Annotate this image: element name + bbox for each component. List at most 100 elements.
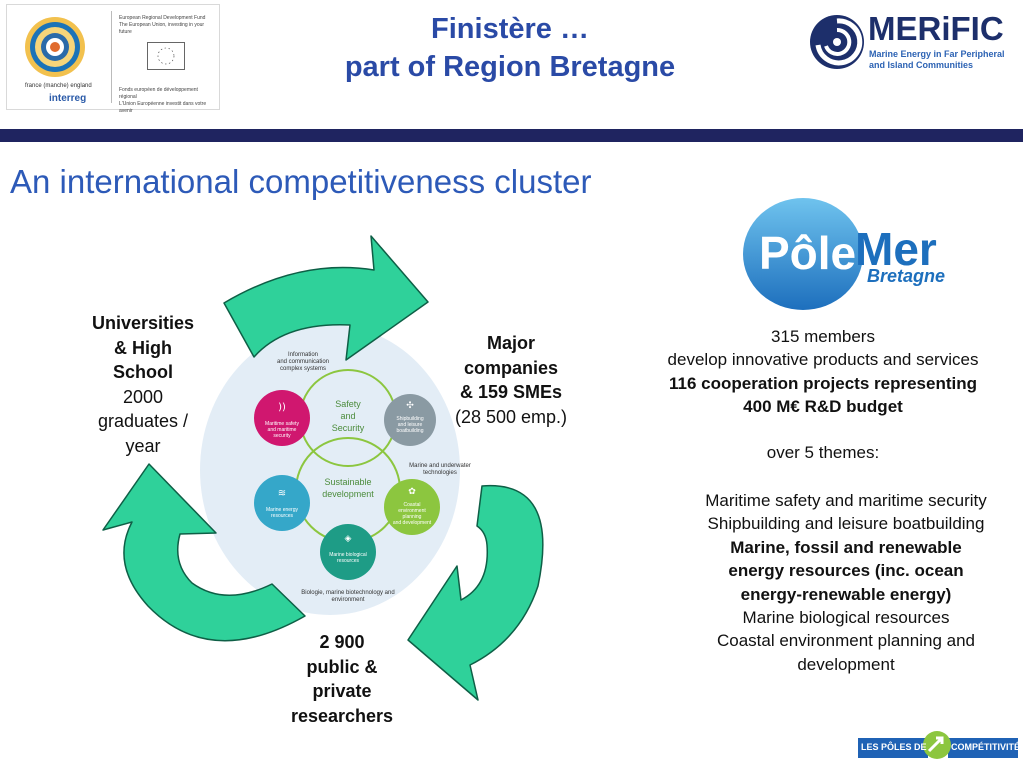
merific-tagline: Marine Energy in Far Peripheral and Isla… — [869, 49, 1005, 71]
title-line-2: part of Region Bretagne — [344, 51, 676, 83]
theme-line: Marine biological resources — [742, 608, 950, 628]
companies-title-line: Major — [486, 333, 535, 353]
merific-spiral-icon — [810, 15, 864, 69]
projects-text: 116 cooperation projects representing — [669, 373, 977, 393]
interreg-logo: france (manche) england interreg Europea… — [6, 4, 220, 114]
leaf-icon: ✿ — [408, 487, 416, 497]
circle-coastal-text-2: environment — [398, 508, 426, 514]
cycle-arrow-right — [407, 484, 544, 701]
spacer — [628, 418, 1018, 441]
companies-title-line: & 159 SMEs — [459, 382, 563, 402]
label-researchers: 2 900 public & private researchers — [272, 630, 412, 728]
universities-title-line: & High — [114, 337, 172, 358]
interreg-word: interreg — [49, 93, 87, 104]
eu-flag-icon — [147, 42, 185, 70]
theme-line: energy-renewable energy) — [740, 584, 952, 604]
label-marine: Marine and underwater — [409, 463, 471, 469]
label-bio: Biologie, marine biotechnology and — [301, 590, 394, 596]
members-count: 315 members — [771, 327, 875, 346]
universities-detail-line: 2000 — [122, 386, 164, 407]
title-line-1: Finistère … — [431, 13, 589, 45]
researchers-line: public & — [306, 656, 378, 677]
themes-list: Maritime safety and maritime security Sh… — [660, 489, 1023, 676]
center-top-label-2: and — [340, 411, 355, 421]
companies-detail-line: (28 500 emp.) — [454, 406, 568, 427]
researchers-line: 2 900 — [319, 632, 365, 652]
theme-line: Maritime safety and maritime security — [705, 491, 987, 510]
poles-left-text: LES PÔLES DE — [861, 742, 927, 752]
cycle-arrow-left — [102, 463, 306, 642]
pole-mer-logo: Pôle Mer Bretagne — [737, 192, 945, 318]
cycle-arrow-top — [223, 235, 429, 361]
fish-icon: ◈ — [345, 534, 352, 544]
page-title: Finistère … part of Region Bretagne — [250, 10, 770, 86]
label-companies: Major companies & 159 SMEs (28 500 emp.) — [438, 331, 584, 429]
interreg-subtitle: france (manche) england — [25, 83, 92, 89]
interreg-swirl-icon — [25, 17, 85, 77]
theme-line: development — [797, 654, 895, 674]
themes-intro: over 5 themes: — [766, 443, 880, 463]
fund-line: L'Union Européenne investit dans votre a… — [119, 101, 207, 114]
radio-icon: )) — [278, 402, 286, 413]
label-universities: Universities & High School 2000 graduate… — [78, 311, 208, 458]
circle-coastal-text-3: planning — [403, 514, 422, 520]
cluster-facts: 315 members develop innovative products … — [628, 325, 1018, 464]
circle-safety: )) Maritime safety and maritime security — [254, 390, 310, 446]
fund-line: Fonds européen de développement régional — [119, 87, 198, 100]
merific-name: MERiFIC — [868, 10, 1004, 47]
circle-safety-text-2: and maritime — [268, 427, 297, 433]
circle-coastal: ✿ Coastal environment planning and devel… — [384, 479, 440, 535]
circle-safety-text-3: security — [273, 433, 291, 439]
mer-word: Mer — [855, 223, 937, 275]
theme-line: Marine, fossil and renewable — [730, 537, 962, 557]
poles-right-text: COMPÉTITIVITÉ — [951, 742, 1021, 752]
bretagne-word: Bretagne — [867, 266, 946, 286]
circle-safety-text: Maritime safety — [265, 421, 299, 427]
pole-word: Pôle — [759, 227, 857, 279]
companies-title-line: companies — [463, 357, 559, 378]
universities-title-line: School — [112, 362, 173, 382]
center-bottom-label: Sustainable — [324, 477, 371, 487]
fund-text-fr: Fonds européen de développement régional… — [119, 87, 217, 115]
budget-text: 400 M€ R&D budget — [743, 396, 903, 416]
center-top-label: Safety — [335, 399, 361, 409]
circle-ship-text-2: and leisure — [398, 422, 423, 428]
circle-ship-text: Shipbuilding — [396, 416, 423, 422]
theme-line: Coastal environment planning and — [716, 631, 975, 651]
develop-text: develop innovative products and services — [667, 350, 979, 370]
researchers-line: researchers — [290, 705, 394, 726]
label-marine-2: technologies — [423, 470, 457, 476]
label-info-3: complex systems — [280, 366, 326, 372]
poles-left-band — [858, 738, 928, 758]
circle-coastal-text: Coastal — [404, 502, 421, 508]
wave-icon: ≋ — [278, 488, 286, 499]
universities-detail-line: graduates / — [97, 411, 189, 431]
label-info: Information — [288, 352, 318, 358]
slide-subtitle: An international competitiveness cluster — [10, 163, 592, 200]
theme-line: Shipbuilding and leisure boatbuilding — [707, 514, 985, 534]
circle-bio: ◈ Marine biological resources — [320, 524, 376, 580]
tagline-line: and Island Communities — [869, 60, 974, 70]
label-bio-2: environment — [331, 597, 364, 603]
circle-ship: ✣ Shipbuilding and leisure boatbuilding — [384, 394, 436, 446]
logo-divider — [111, 11, 112, 103]
pole-mer-wave-icon — [743, 198, 863, 310]
merific-logo: MERiFIC Marine Energy in Far Peripheral … — [808, 10, 1018, 76]
header-divider-bar — [0, 129, 1023, 142]
universities-detail-line: year — [125, 435, 161, 456]
circle-energy: ≋ Marine energy resources — [254, 475, 310, 531]
circle-energy-text: Marine energy — [266, 507, 298, 513]
circle-bio-text-2: resources — [337, 558, 359, 564]
fund-line: The European Union, investing in your fu… — [119, 22, 205, 35]
tagline-line: Marine Energy in Far Peripheral — [869, 49, 1005, 59]
label-info-2: and communication — [277, 359, 329, 365]
fund-line: European Regional Development Fund — [119, 15, 206, 21]
circle-bio-text: Marine biological — [329, 552, 367, 558]
circle-ship-text-3: boatbuilding — [397, 428, 424, 434]
poles-right-band — [948, 738, 1018, 758]
center-top-label-3: Security — [332, 423, 365, 433]
universities-title-line: Universities — [91, 313, 195, 333]
poles-competitivite-logo: LES PÔLES DE COMPÉTITIVITÉ — [858, 728, 1021, 762]
theme-line: energy resources (inc. ocean — [728, 561, 964, 581]
